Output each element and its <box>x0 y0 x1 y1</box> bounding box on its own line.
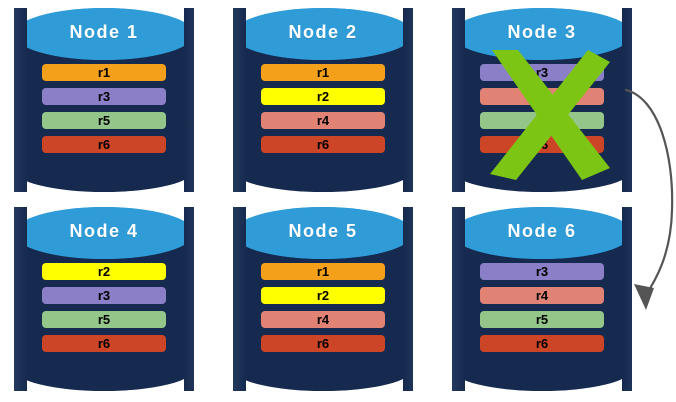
record-bar: r1 <box>42 64 166 81</box>
record-bar: r3 <box>480 64 604 81</box>
cylinder-bottom <box>452 347 632 391</box>
node-4-records: r2 r3 r5 r6 <box>42 263 166 352</box>
record-bar: r6 <box>261 136 385 153</box>
cylinder-bottom <box>14 148 194 192</box>
record-bar: r2 <box>261 88 385 105</box>
cylinder-top <box>233 8 413 60</box>
node-3-records: r3 r4 r5 r6 <box>480 64 604 153</box>
record-bar: r5 <box>480 311 604 328</box>
node-1-records: r1 r3 r5 r6 <box>42 64 166 153</box>
record-bar: r5 <box>42 112 166 129</box>
node-4-label: Node 4 <box>69 221 139 241</box>
node-6-records: r3 r4 r5 r6 <box>480 263 604 352</box>
record-bar: r5 <box>42 311 166 328</box>
record-bar: r4 <box>480 88 604 105</box>
node-2[interactable]: Node 2 r1 r2 r4 r6 <box>233 8 413 192</box>
record-bar: r3 <box>42 287 166 304</box>
record-bar: r3 <box>480 263 604 280</box>
node-1-label: Node 1 <box>69 22 139 42</box>
record-bar: r6 <box>42 335 166 352</box>
cylinder-top <box>14 8 194 60</box>
record-bar: r4 <box>261 112 385 129</box>
record-bar: r1 <box>261 263 385 280</box>
cylinder-bottom <box>14 347 194 391</box>
node-5-label: Node 5 <box>288 221 358 241</box>
cylinder-top <box>233 207 413 259</box>
node-3-label: Node 3 <box>507 22 577 42</box>
node-6[interactable]: Node 6 r3 r4 r5 r6 <box>452 207 632 391</box>
node-5-records: r1 r2 r4 r6 <box>261 263 385 352</box>
record-bar: r4 <box>480 287 604 304</box>
cylinder-bottom <box>233 148 413 192</box>
cylinder-bottom <box>452 148 632 192</box>
node-6-label: Node 6 <box>507 221 577 241</box>
record-bar: r2 <box>42 263 166 280</box>
record-bar: r1 <box>261 64 385 81</box>
cylinder-top <box>14 207 194 259</box>
record-bar: r4 <box>261 311 385 328</box>
record-bar: r5 <box>480 112 604 129</box>
record-bar: r6 <box>480 136 604 153</box>
record-bar: r6 <box>261 335 385 352</box>
node-2-label: Node 2 <box>288 22 358 42</box>
record-bar: r2 <box>261 287 385 304</box>
node-5[interactable]: Node 5 r1 r2 r4 r6 <box>233 207 413 391</box>
node-3[interactable]: Node 3 r3 r4 r5 r6 <box>452 8 632 192</box>
cylinder-bottom <box>233 347 413 391</box>
node-2-records: r1 r2 r4 r6 <box>261 64 385 153</box>
record-bar: r3 <box>42 88 166 105</box>
node-4[interactable]: Node 4 r2 r3 r5 r6 <box>14 207 194 391</box>
record-bar: r6 <box>42 136 166 153</box>
cylinder-top <box>452 207 632 259</box>
node-1[interactable]: Node 1 r1 r3 r5 r6 <box>14 8 194 192</box>
record-bar: r6 <box>480 335 604 352</box>
